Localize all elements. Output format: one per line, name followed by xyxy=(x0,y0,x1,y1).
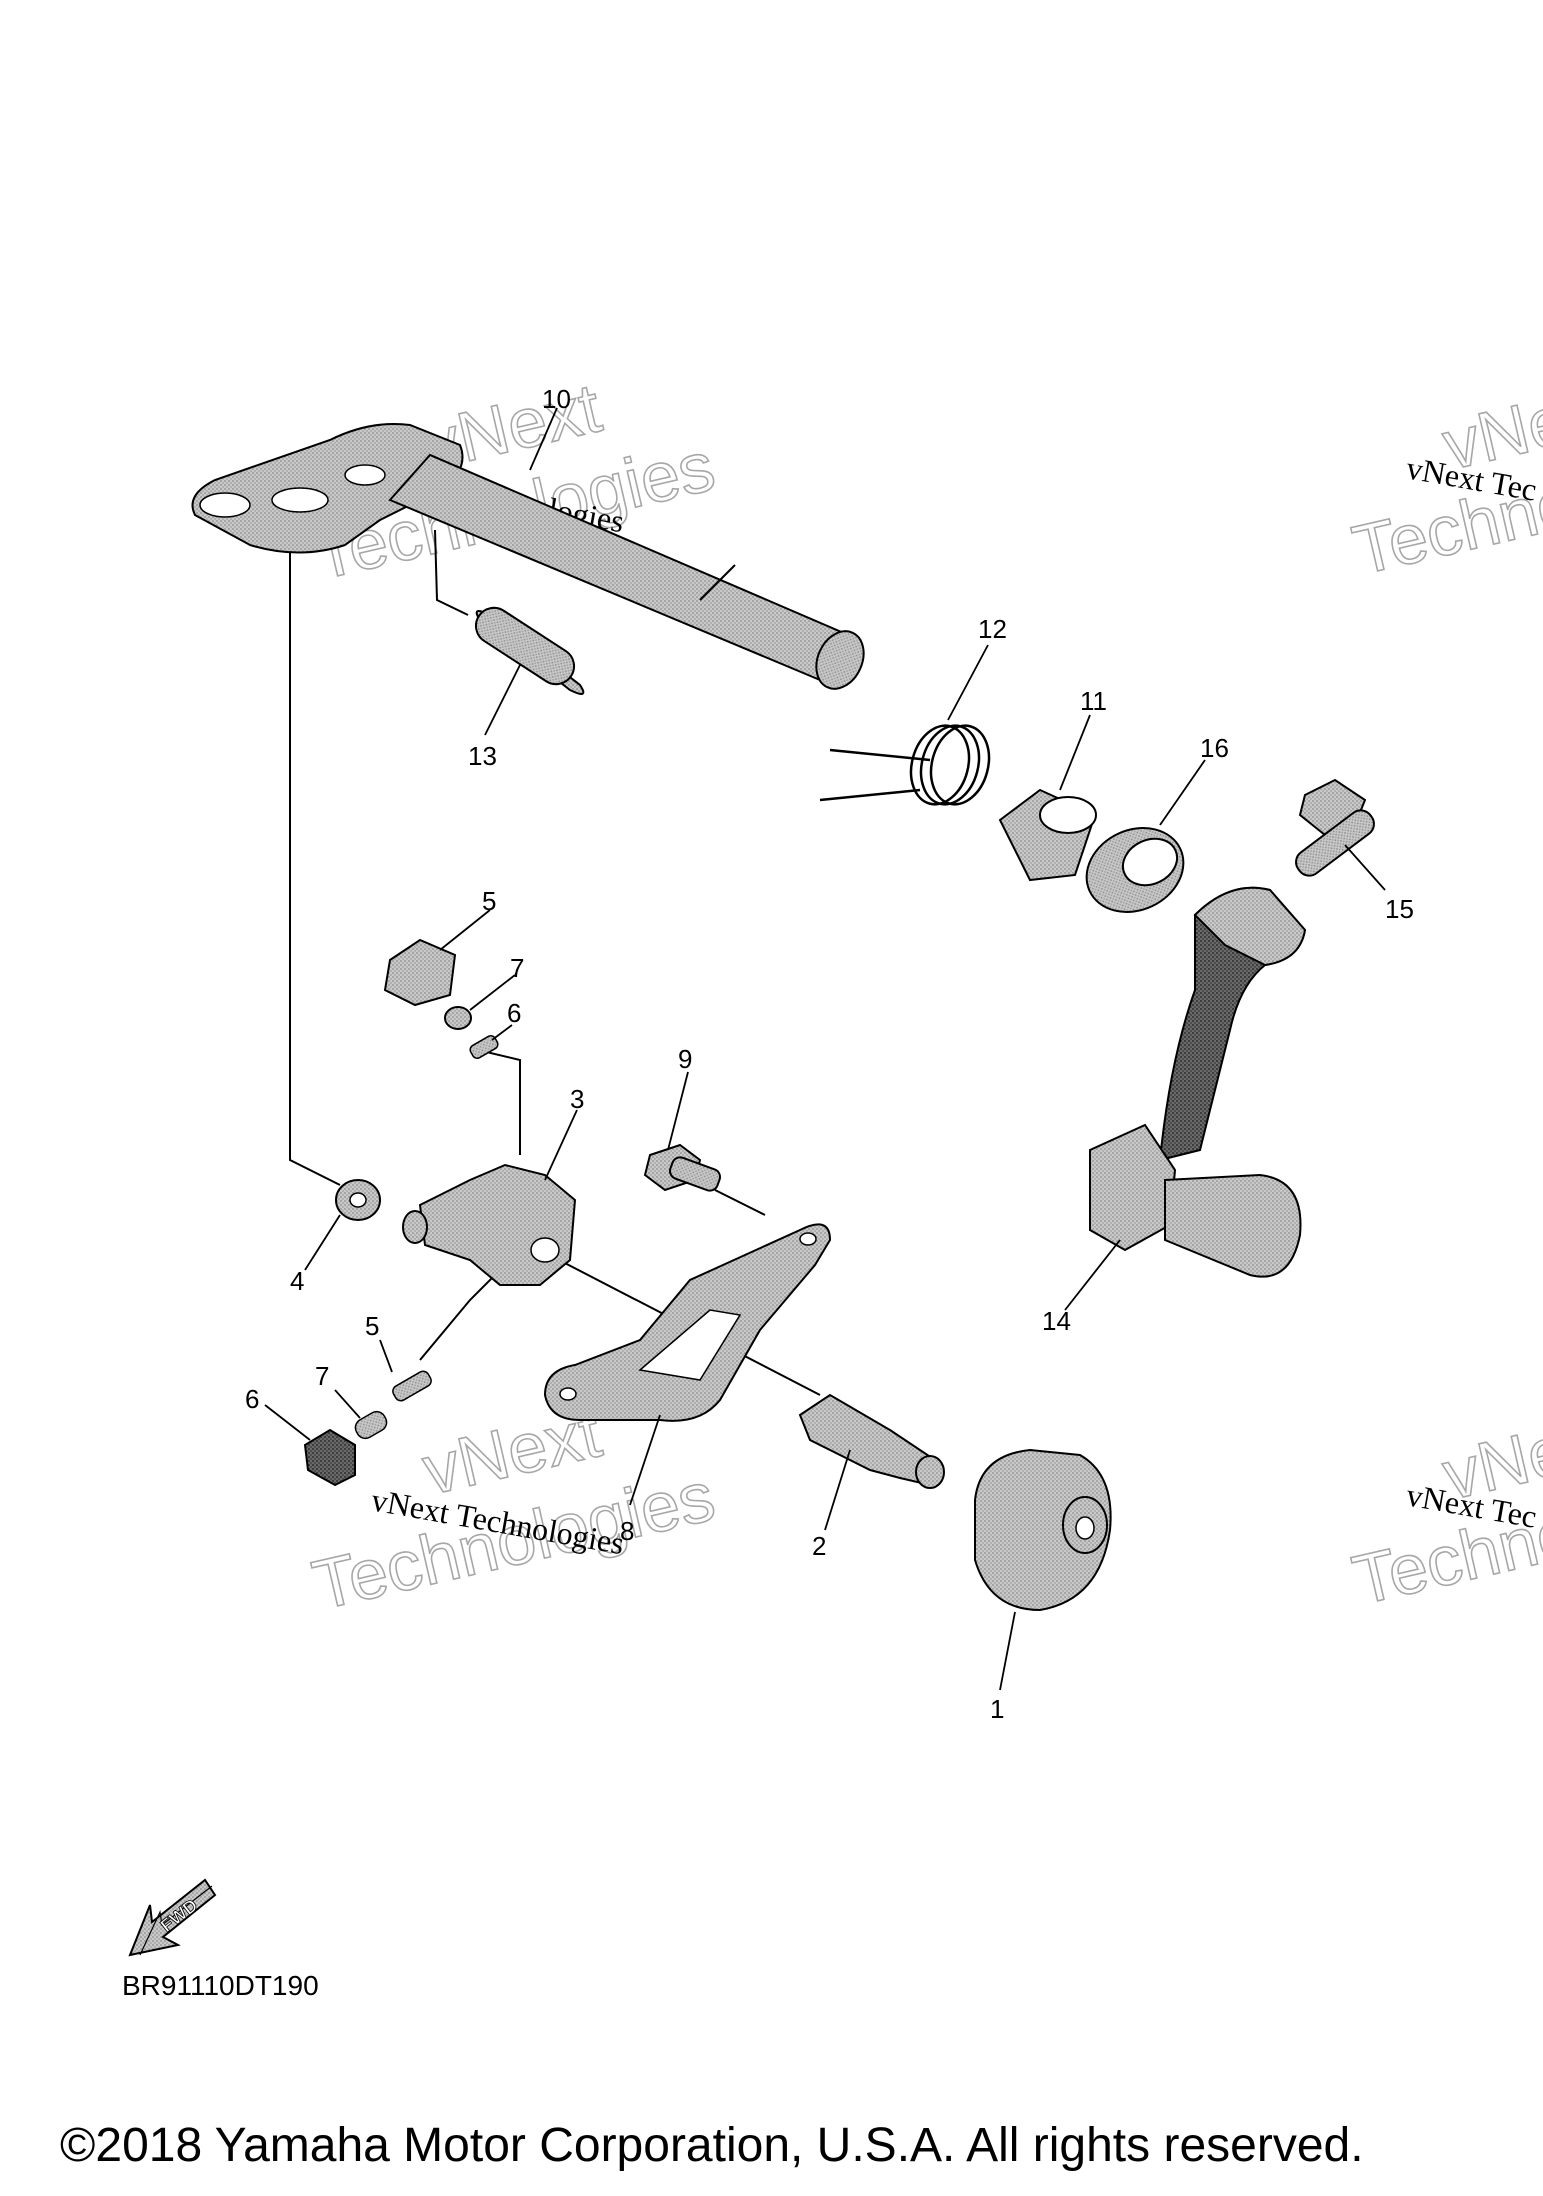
label-7-bottom: 7 xyxy=(315,1361,329,1391)
segment-bolt xyxy=(643,1143,722,1192)
part-labels: 10 12 11 16 15 13 5 7 6 3 9 4 5 7 6 8 2 … xyxy=(245,384,1414,1724)
assembly-line-shaft-pin xyxy=(434,529,469,616)
callout-leaders xyxy=(264,407,1386,1691)
washer xyxy=(335,1179,381,1221)
label-10: 10 xyxy=(542,384,571,414)
collar xyxy=(998,788,1097,882)
label-5-bottom: 6 xyxy=(245,1384,259,1414)
leader-12 xyxy=(947,644,989,721)
label-9: 9 xyxy=(678,1044,692,1074)
pedal-bolt xyxy=(1295,778,1375,877)
leader-2 xyxy=(824,1449,851,1531)
label-1: 1 xyxy=(990,1694,1004,1724)
fwd-arrow-icon: FWD xyxy=(128,1878,217,1957)
shift-arm xyxy=(402,1163,577,1286)
leader-5-bottom xyxy=(264,1404,311,1441)
stopper-plate xyxy=(543,1223,832,1422)
label-3: 3 xyxy=(570,1084,584,1114)
shift-shaft xyxy=(191,423,865,690)
label-4: 4 xyxy=(290,1266,304,1296)
detent-block-top xyxy=(383,938,457,1007)
leader-4 xyxy=(304,1214,341,1271)
detent-spring-top xyxy=(469,1035,499,1059)
diagram-code: BR91110DT190 xyxy=(122,1970,319,2001)
label-6-bottom: 5 xyxy=(365,1311,379,1341)
assembly-line-bolt-9 xyxy=(714,1189,766,1216)
leader-9 xyxy=(667,1071,689,1151)
label-15: 15 xyxy=(1385,894,1414,924)
leader-6-bottom xyxy=(379,1339,393,1373)
torsion-spring xyxy=(819,724,991,806)
label-7-top: 7 xyxy=(510,953,524,983)
leader-5-top xyxy=(439,909,491,951)
leader-7-top xyxy=(469,974,516,1011)
detent-ball-top xyxy=(444,1006,472,1030)
oil-seal xyxy=(1085,827,1185,913)
label-6-top: 6 xyxy=(507,998,521,1028)
assembly-line-shaft-washer xyxy=(239,514,341,1186)
detent-block-bottom xyxy=(303,1428,356,1487)
detent-spring-bottom xyxy=(392,1370,432,1402)
label-5-top: 5 xyxy=(482,886,496,916)
leader-6-top xyxy=(491,1024,513,1041)
leader-14 xyxy=(1064,1239,1121,1311)
leader-8 xyxy=(629,1414,661,1506)
watermark-right-top: vNe Techno xyxy=(1345,380,1543,591)
label-12: 12 xyxy=(978,614,1007,644)
dowel-pin xyxy=(474,606,585,695)
leader-16 xyxy=(1159,759,1206,826)
label-8: 8 xyxy=(620,1516,634,1546)
leader-11 xyxy=(1059,714,1091,791)
detent-ball-bottom xyxy=(354,1410,388,1440)
label-13: 13 xyxy=(468,741,497,771)
label-11: 11 xyxy=(1080,686,1107,716)
label-16: 16 xyxy=(1200,733,1229,763)
shift-pedal xyxy=(1089,886,1307,1278)
leader-7-bottom xyxy=(334,1389,361,1419)
leader-10 xyxy=(529,407,558,471)
leader-3 xyxy=(544,1109,578,1181)
shift-drum-segment xyxy=(974,1448,1112,1612)
label-14: 14 xyxy=(1042,1306,1071,1336)
segment-pin xyxy=(798,1393,945,1489)
label-2: 2 xyxy=(812,1531,826,1561)
leader-13 xyxy=(484,664,521,736)
leader-15 xyxy=(1344,844,1386,891)
copyright-notice: ©2018 Yamaha Motor Corporation, U.S.A. A… xyxy=(60,2119,1364,2172)
leader-1 xyxy=(999,1611,1016,1691)
assembly-line-detent-spring xyxy=(477,1049,521,1155)
